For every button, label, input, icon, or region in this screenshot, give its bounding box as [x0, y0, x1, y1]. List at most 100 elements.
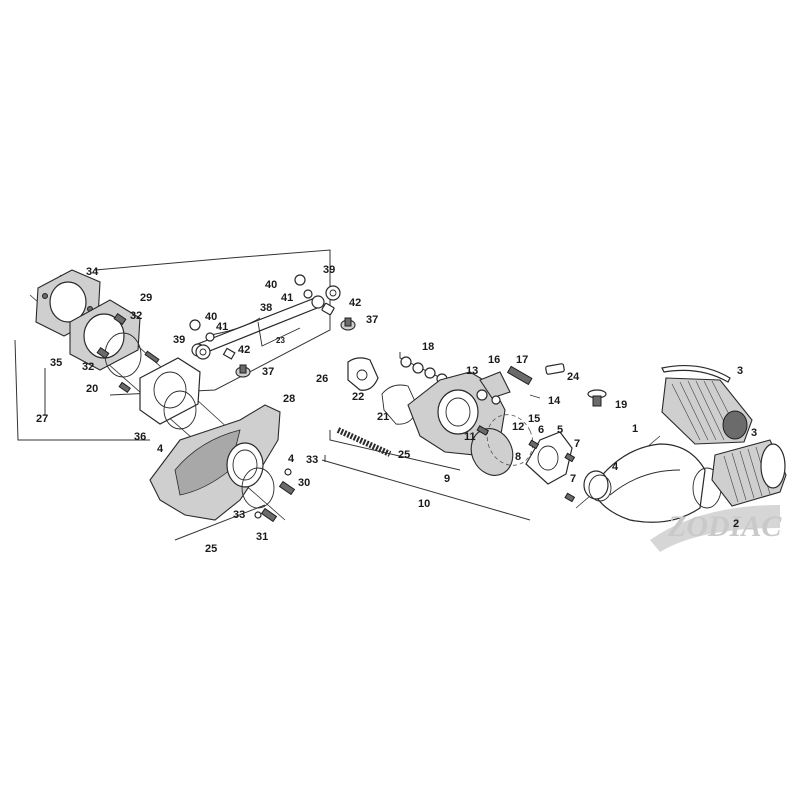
- washer-40-left: [189, 319, 201, 331]
- right-assembly: ZODIAC: [575, 364, 787, 552]
- bolt-30: [278, 480, 296, 496]
- fitting-39-left: [195, 344, 211, 360]
- callout-23: 23: [276, 336, 285, 345]
- screw-6: [528, 439, 540, 450]
- bolt-31: [260, 507, 278, 523]
- callout-38: 38: [260, 302, 272, 314]
- callout-33-a: 33: [306, 454, 318, 466]
- washer-41-right: [303, 289, 313, 299]
- group-bracket-27: [14, 339, 150, 441]
- callout-4-right: 4: [612, 461, 619, 473]
- screw-7-b: [564, 492, 576, 503]
- callout-4-left: 4: [157, 443, 164, 455]
- callout-25-left: 25: [205, 543, 217, 555]
- air-filter-3-lower: [711, 439, 787, 507]
- group-bracket-25: [174, 504, 266, 541]
- callout-20: 20: [86, 383, 98, 395]
- callout-37-left: 37: [262, 366, 274, 378]
- callout-33-b: 33: [233, 509, 245, 521]
- callout-19: 19: [615, 399, 627, 411]
- callout-5: 5: [557, 424, 563, 436]
- callout-31: 31: [256, 531, 268, 543]
- stud-left: [144, 350, 160, 364]
- callout-12: 12: [512, 421, 524, 433]
- group-bracket-9: [329, 430, 461, 471]
- screw-11: [476, 425, 490, 436]
- callout-41-left: 41: [216, 321, 228, 333]
- callout-26: 26: [316, 373, 328, 385]
- washer-13: [476, 389, 488, 401]
- gasket-backing: [241, 467, 275, 509]
- callout-6: 6: [538, 424, 544, 436]
- washer-33-b: [254, 511, 262, 519]
- callout-41-right: 41: [281, 292, 293, 304]
- spacer-block-29: [69, 299, 141, 371]
- callout-21: 21: [377, 411, 389, 423]
- backing-plate-28: [149, 404, 281, 521]
- callout-7-b: 7: [570, 473, 576, 485]
- bracket-23: [257, 321, 301, 347]
- callout-24: 24: [567, 371, 580, 383]
- stud-25: [336, 427, 392, 457]
- callout-34: 34: [86, 266, 99, 278]
- adapter-plate-34: [35, 269, 101, 337]
- callout-36: 36: [134, 431, 146, 443]
- watermark-text: ZODIAC: [667, 510, 782, 543]
- callout-17: 17: [516, 354, 528, 366]
- callout-14: 14: [548, 395, 561, 407]
- bolt-32-b: [96, 346, 110, 360]
- callout-27: 27: [36, 413, 48, 425]
- callout-2: 2: [733, 518, 739, 530]
- watermark-logo: ZODIAC: [650, 505, 782, 552]
- callout-42-left: 42: [238, 344, 250, 356]
- callout-3-upper: 3: [737, 365, 743, 377]
- group-bracket-10: [321, 459, 531, 521]
- callout-32-b: 32: [82, 361, 94, 373]
- callout-7-a: 7: [574, 438, 580, 450]
- callout-22: 22: [352, 391, 364, 403]
- gasket-4-left: [163, 390, 197, 430]
- callout-40-right: 40: [265, 279, 277, 291]
- callout-4-mid: 4: [288, 453, 295, 465]
- callout-32-a: 32: [130, 310, 142, 322]
- pin-24: [545, 363, 565, 375]
- callout-39-right: 39: [323, 264, 335, 276]
- callout-42-right: 42: [349, 297, 361, 309]
- callout-10: 10: [418, 498, 430, 510]
- air-filter-3-upper: [661, 364, 753, 445]
- callout-3-lower: 3: [751, 427, 757, 439]
- fitting-42-right: [321, 302, 335, 316]
- washer-41-left: [205, 332, 215, 342]
- spacers-18: [399, 352, 448, 385]
- bolt-32-a: [113, 312, 127, 326]
- callout-30: 30: [298, 477, 310, 489]
- callout-8: 8: [515, 451, 521, 463]
- callout-40-left: 40: [205, 311, 217, 323]
- callout-39-left: 39: [173, 334, 185, 346]
- callout-35: 35: [50, 357, 62, 369]
- middle-assembly: [321, 352, 607, 521]
- clamp-4: [588, 474, 612, 502]
- screw-37-left: [235, 364, 251, 378]
- washer-33-a: [284, 468, 292, 476]
- bolt-left-low: [118, 381, 131, 394]
- callout-28: 28: [283, 393, 295, 405]
- washer-16: [491, 395, 501, 405]
- fitting-42-left: [222, 347, 236, 360]
- callouts: 34 29 32 32 35 20 27 36 4 28 4 33 30 33 …: [36, 264, 757, 555]
- washer-40-right: [294, 274, 306, 286]
- fitting-39-right: [325, 285, 341, 301]
- callout-16: 16: [488, 354, 500, 366]
- callout-9: 9: [444, 473, 450, 485]
- callout-15: 15: [528, 413, 540, 425]
- breather-bar-38: [191, 295, 325, 357]
- plate-22: [347, 357, 379, 391]
- gasket-36: [139, 357, 201, 425]
- callout-25-mid: 25: [398, 449, 410, 461]
- callout-29: 29: [140, 292, 152, 304]
- screw-37-right: [340, 317, 356, 331]
- elbow-1: [583, 443, 706, 523]
- callout-18: 18: [422, 341, 434, 353]
- callout-11: 11: [464, 431, 476, 443]
